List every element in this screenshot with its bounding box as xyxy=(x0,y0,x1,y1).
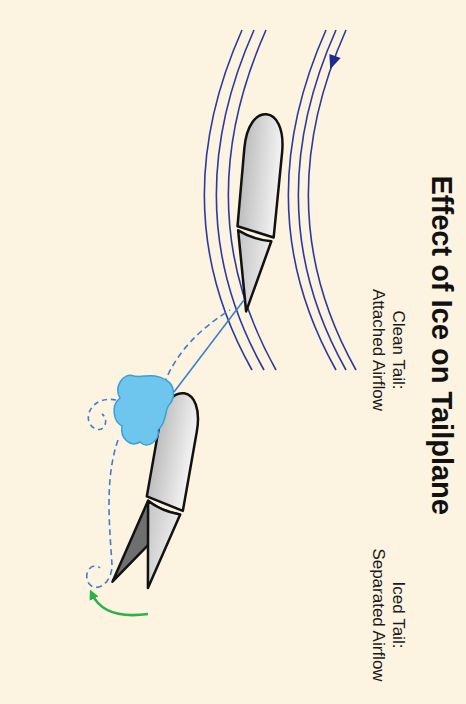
flow-arrowhead xyxy=(325,54,341,71)
separated-flow xyxy=(87,300,244,587)
diagram-title: Effect of Ice on Tailplane xyxy=(425,176,458,515)
label-holder: Iced Tail: Separated Airflow xyxy=(367,547,408,683)
clean-tailplane xyxy=(230,113,285,314)
ice-accretion xyxy=(114,375,173,445)
streamlines xyxy=(204,30,356,370)
title-holder: Effect of Ice on Tailplane xyxy=(425,176,458,515)
elevator-arrow xyxy=(92,594,148,615)
caption-label: Iced Tail: Separated Airflow xyxy=(367,547,408,683)
caption-label: Clean Tail: Attached Airflow xyxy=(367,288,408,413)
label-holder: Clean Tail: Attached Airflow xyxy=(367,288,408,413)
